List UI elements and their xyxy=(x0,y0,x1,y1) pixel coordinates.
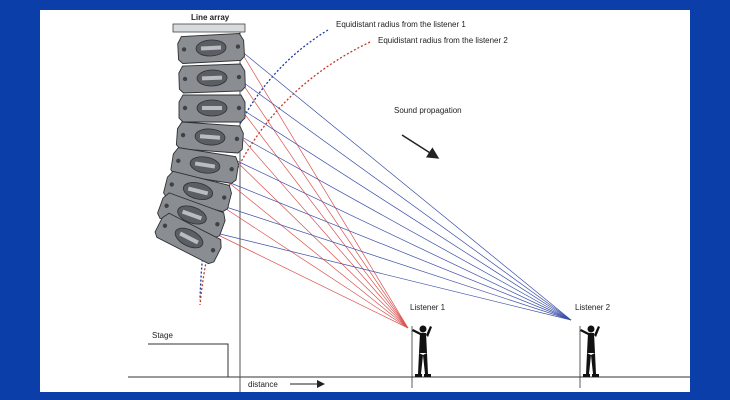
line-array-diagram xyxy=(128,23,690,392)
radius-label-listener-2: Equidistant radius from the listener 2 xyxy=(378,36,508,45)
listener-1-figure xyxy=(411,325,432,388)
speaker-cabinet xyxy=(178,94,246,123)
ray-to-listener-2 xyxy=(219,204,572,321)
speaker-cabinet xyxy=(178,63,246,94)
ray-to-listener-1 xyxy=(219,204,409,329)
ray-to-listener-2 xyxy=(211,231,572,321)
speaker-cabinet xyxy=(154,212,222,265)
ray-to-listener-2 xyxy=(239,135,572,321)
speaker-cabinet xyxy=(163,170,232,213)
speaker-cabinet xyxy=(177,33,245,64)
listener-1-label: Listener 1 xyxy=(410,303,446,312)
speaker-cabinet xyxy=(170,147,239,184)
diagram-panel: Line array Equidistant radius from the l… xyxy=(40,10,690,392)
listener-1-rays xyxy=(211,49,409,329)
radius-label-listener-1: Equidistant radius from the listener 1 xyxy=(336,20,466,29)
ray-to-listener-1 xyxy=(227,181,409,329)
line-array-title: Line array xyxy=(191,13,230,22)
ray-to-listener-1 xyxy=(239,79,409,329)
speaker-array xyxy=(154,33,246,265)
listener-2-label: Listener 2 xyxy=(575,303,611,312)
ray-to-listener-1 xyxy=(239,135,409,329)
ray-to-listener-2 xyxy=(227,181,572,321)
listener-2-figure xyxy=(579,325,600,388)
rigging-frame xyxy=(172,23,246,33)
ray-to-listener-1 xyxy=(239,107,409,329)
ray-to-listener-2 xyxy=(239,107,572,321)
listener-2-rays xyxy=(211,49,572,321)
sound-propagation-label: Sound propagation xyxy=(394,106,462,115)
stage-label: Stage xyxy=(152,331,173,340)
ray-to-listener-1 xyxy=(239,49,409,329)
ray-to-listener-2 xyxy=(239,79,572,321)
ray-to-listener-2 xyxy=(239,49,572,321)
speaker-cabinet xyxy=(175,121,244,154)
distance-label: distance xyxy=(248,380,278,389)
ray-to-listener-1 xyxy=(211,231,409,329)
propagation-arrow xyxy=(401,134,440,159)
ray-to-listener-2 xyxy=(234,159,572,321)
radius-curve-listener-1 xyxy=(199,29,329,301)
stage-outline xyxy=(148,343,229,377)
ray-to-listener-1 xyxy=(234,159,409,329)
